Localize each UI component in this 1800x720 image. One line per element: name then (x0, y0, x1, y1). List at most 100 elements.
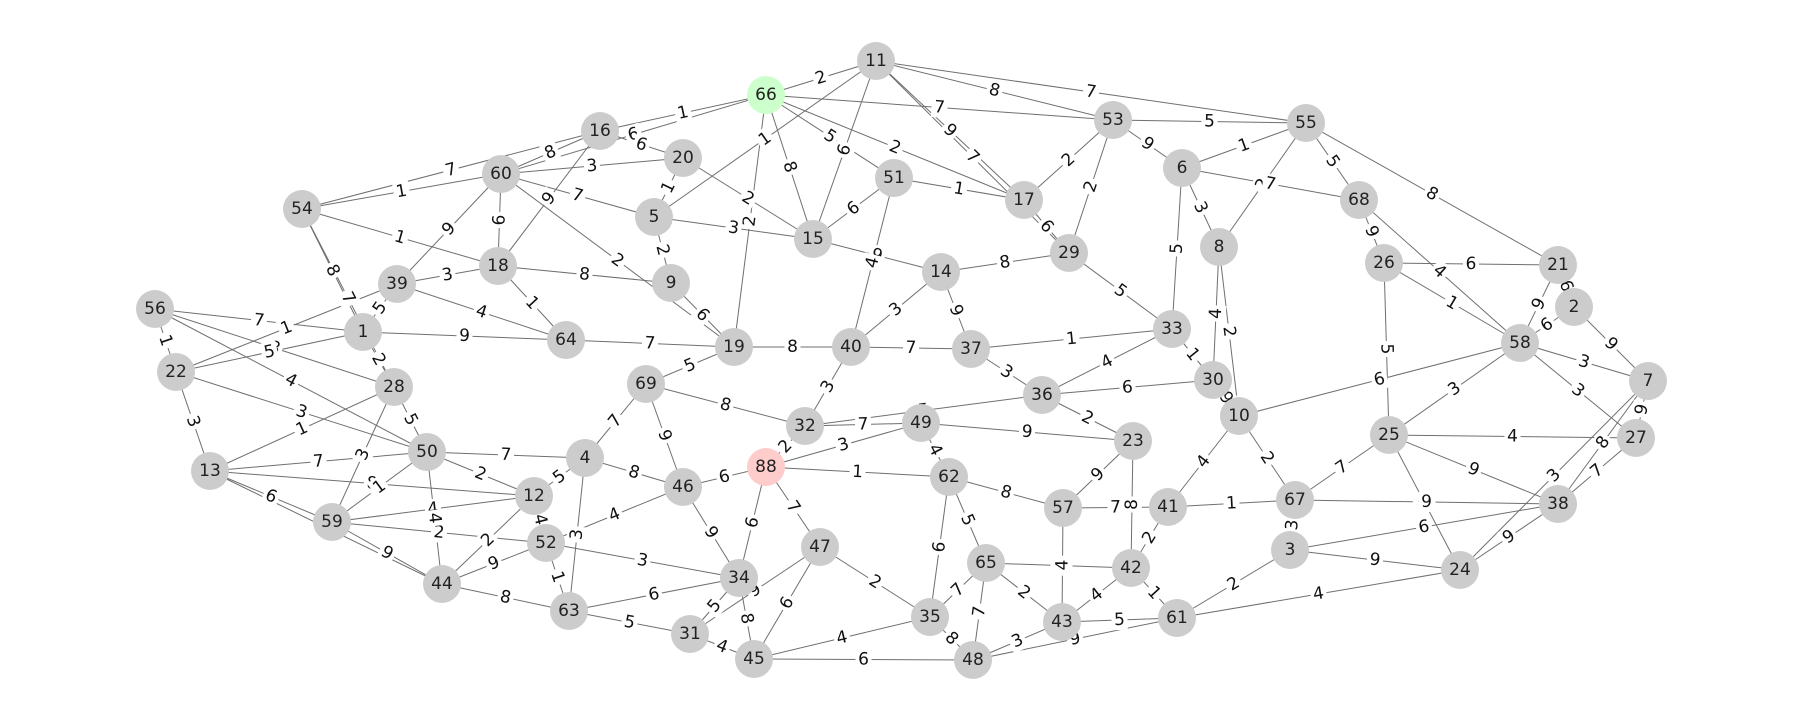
edge-weight-label: 7 (497, 444, 515, 466)
node-2[interactable]: 2 (1555, 288, 1593, 326)
node-4[interactable]: 4 (566, 439, 604, 477)
edge-weight-label: 3 (815, 374, 841, 399)
edge-weight-background (752, 126, 778, 152)
node-44[interactable]: 44 (423, 565, 461, 603)
node-19[interactable]: 19 (715, 328, 753, 366)
node-24[interactable]: 24 (1441, 551, 1479, 589)
node-16[interactable]: 16 (581, 112, 619, 150)
node-45[interactable]: 45 (735, 640, 773, 678)
node-52[interactable]: 52 (527, 524, 565, 562)
edge-weight-background (1308, 582, 1329, 606)
node-15[interactable]: 15 (794, 220, 832, 258)
node-circle (1365, 244, 1403, 282)
edge-weight-background (848, 461, 867, 483)
node-3[interactable]: 3 (1271, 531, 1309, 569)
node-58[interactable]: 58 (1501, 324, 1539, 362)
node-43[interactable]: 43 (1043, 603, 1081, 641)
edge-weight-label: 1 (1062, 328, 1081, 350)
node-label: 39 (386, 274, 408, 294)
edge-weight-background (319, 258, 346, 283)
node-50[interactable]: 50 (408, 433, 446, 471)
node-circle (652, 264, 690, 302)
edge-weight-label: 2 (739, 211, 761, 231)
node-51[interactable]: 51 (875, 159, 913, 197)
node-8[interactable]: 8 (1200, 228, 1238, 266)
node-49[interactable]: 49 (902, 404, 940, 442)
node-1[interactable]: 1 (344, 313, 382, 351)
node-29[interactable]: 29 (1050, 234, 1088, 272)
node-65[interactable]: 65 (967, 544, 1005, 582)
edge-weight-background (389, 225, 411, 250)
node-28[interactable]: 28 (375, 368, 413, 406)
node-9[interactable]: 9 (652, 264, 690, 302)
edge-weight-background (482, 551, 506, 576)
node-11[interactable]: 11 (857, 42, 895, 80)
node-18[interactable]: 18 (479, 247, 517, 285)
node-6[interactable]: 6 (1163, 149, 1201, 187)
node-66[interactable]: 66 (747, 76, 785, 114)
node-38[interactable]: 38 (1539, 485, 1577, 523)
edge-weight-label: 4 (1426, 258, 1453, 285)
node-62[interactable]: 62 (930, 458, 968, 496)
node-14[interactable]: 14 (922, 253, 960, 291)
node-40[interactable]: 40 (832, 328, 870, 366)
node-20[interactable]: 20 (664, 139, 702, 177)
edge-weight-label: 3 (566, 525, 588, 544)
node-23[interactable]: 23 (1114, 422, 1152, 460)
node-31[interactable]: 31 (671, 615, 709, 653)
node-69[interactable]: 69 (627, 365, 665, 403)
node-63[interactable]: 63 (550, 592, 588, 630)
node-60[interactable]: 60 (482, 155, 520, 193)
node-35[interactable]: 35 (911, 598, 949, 636)
edge-weight-label: 5 (1166, 239, 1188, 258)
node-67[interactable]: 67 (1276, 481, 1314, 519)
node-21[interactable]: 21 (1539, 246, 1577, 284)
node-25[interactable]: 25 (1370, 416, 1408, 454)
edge-weight-label: 3 (583, 155, 601, 177)
node-circle (547, 321, 585, 359)
node-34[interactable]: 34 (720, 559, 758, 597)
node-13[interactable]: 13 (191, 452, 229, 490)
node-47[interactable]: 47 (801, 528, 839, 566)
node-56[interactable]: 56 (136, 290, 174, 328)
node-33[interactable]: 33 (1153, 310, 1191, 348)
node-10[interactable]: 10 (1220, 397, 1258, 435)
node-41[interactable]: 41 (1149, 488, 1187, 526)
node-circle (1441, 551, 1479, 589)
node-22[interactable]: 22 (157, 353, 195, 391)
edge-weight-background (1281, 516, 1304, 534)
node-61[interactable]: 61 (1158, 599, 1196, 637)
node-57[interactable]: 57 (1044, 489, 1082, 527)
node-26[interactable]: 26 (1365, 244, 1403, 282)
node-36[interactable]: 36 (1023, 376, 1061, 414)
node-5[interactable]: 5 (635, 198, 673, 236)
node-label: 4 (580, 448, 591, 468)
node-7[interactable]: 7 (1629, 362, 1667, 400)
node-39[interactable]: 39 (378, 265, 416, 303)
node-88[interactable]: 88 (747, 448, 785, 486)
node-42[interactable]: 42 (1112, 549, 1150, 587)
node-48[interactable]: 48 (954, 641, 992, 679)
edge-weight-label: 9 (1365, 549, 1385, 571)
edge-weight-background (623, 460, 645, 485)
node-54[interactable]: 54 (283, 190, 321, 228)
node-30[interactable]: 30 (1194, 361, 1232, 399)
edge-weight-label: 6 (774, 591, 800, 615)
node-37[interactable]: 37 (952, 330, 990, 368)
node-46[interactable]: 46 (664, 468, 702, 506)
node-68[interactable]: 68 (1340, 181, 1378, 219)
edge-weight-label: 1 (1141, 580, 1167, 606)
node-55[interactable]: 55 (1287, 104, 1325, 142)
node-32[interactable]: 32 (786, 407, 824, 445)
node-12[interactable]: 12 (515, 477, 553, 515)
edge-weight-label: 5 (1376, 340, 1397, 358)
node-53[interactable]: 53 (1094, 101, 1132, 139)
edge-weight-label: 2 (469, 461, 492, 487)
node-64[interactable]: 64 (547, 321, 585, 359)
node-27[interactable]: 27 (1617, 419, 1655, 457)
edge-weight-label: 7 (602, 408, 629, 434)
node-17[interactable]: 17 (1005, 181, 1043, 219)
node-59[interactable]: 59 (313, 503, 351, 541)
edge-weight-background (739, 211, 761, 231)
node-circle (1220, 397, 1258, 435)
